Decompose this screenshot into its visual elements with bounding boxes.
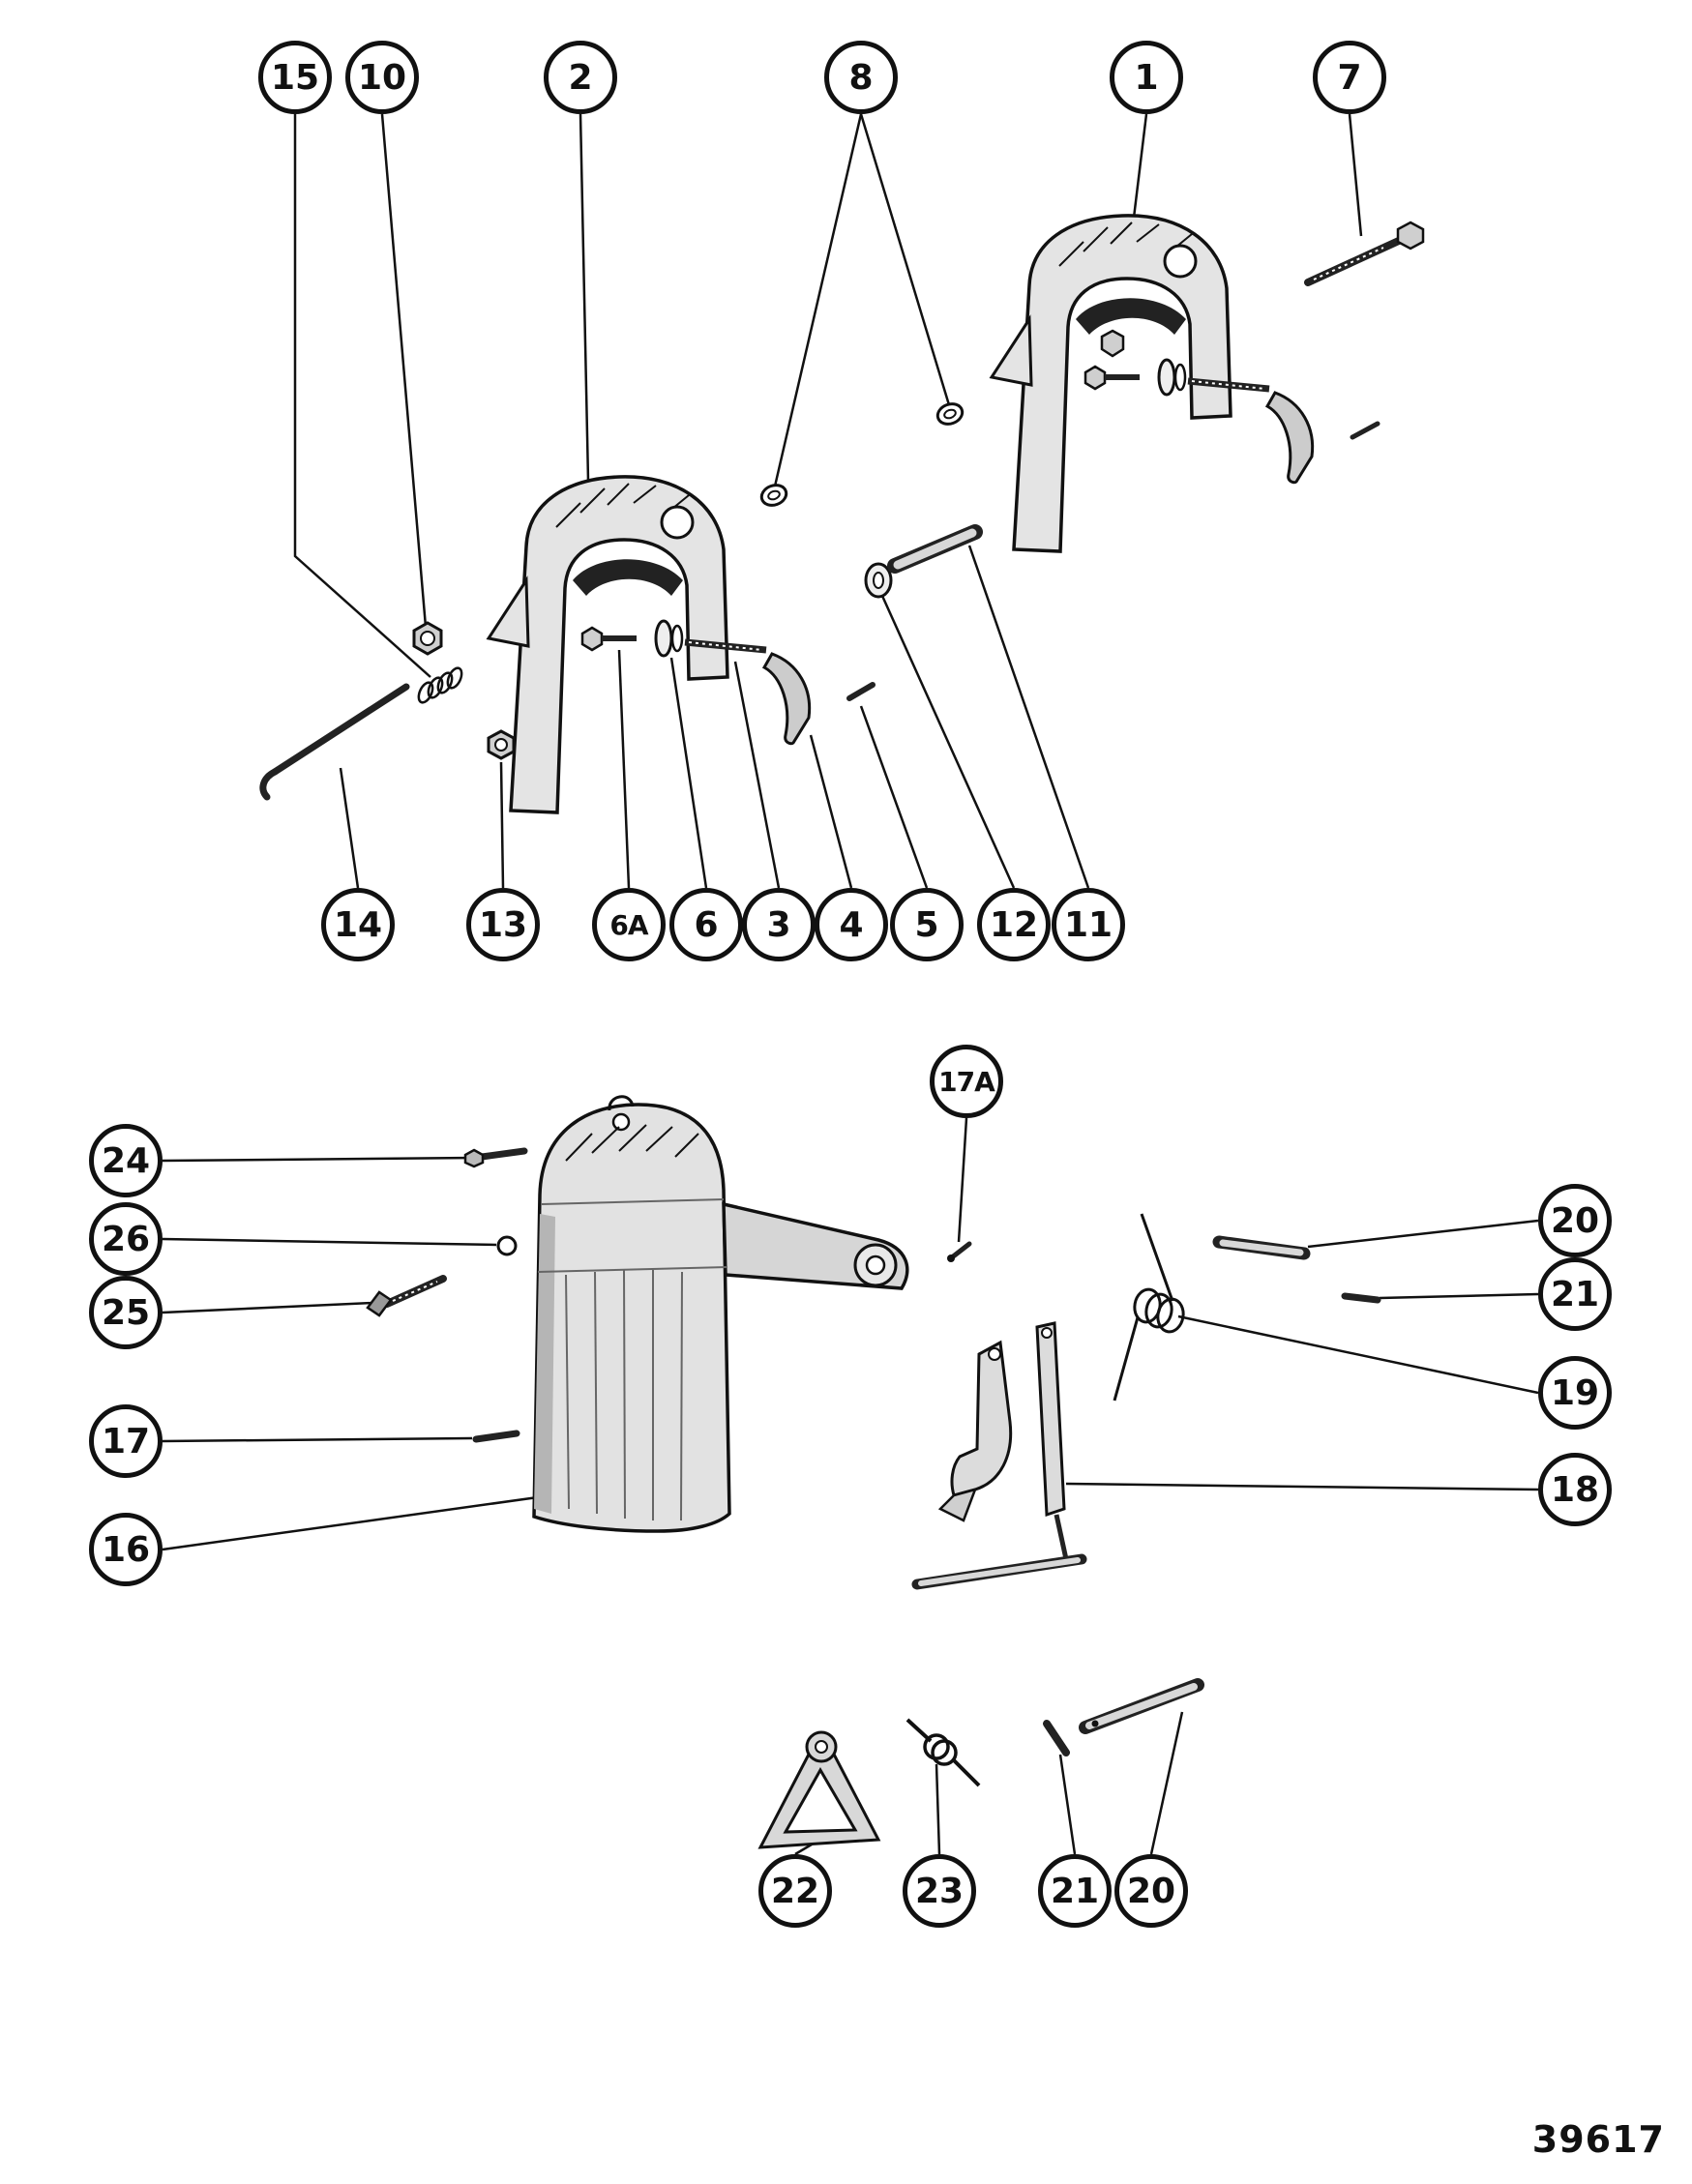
callout-19: 19 <box>1538 1356 1612 1430</box>
bolt-7-drawing <box>1304 221 1425 286</box>
callout-26: 26 <box>89 1202 163 1276</box>
drawing-number: 39617 <box>1531 2118 1665 2161</box>
callout-18: 18 <box>1538 1453 1612 1526</box>
clamp-bracket-left-drawing <box>486 475 729 814</box>
callout-2: 2 <box>544 41 617 114</box>
callout-17a: 17A <box>930 1045 1003 1118</box>
small-hardware-top-drawing <box>259 402 983 801</box>
leader-lines <box>162 113 1539 1856</box>
callout-17: 17 <box>89 1404 163 1478</box>
callout-21: 21 <box>1538 1257 1612 1331</box>
callout-4: 4 <box>815 888 888 961</box>
callout-10: 10 <box>345 41 419 114</box>
callout-8: 8 <box>824 41 898 114</box>
callout-13: 13 <box>466 888 540 961</box>
callout-15: 15 <box>258 41 332 114</box>
callout-20: 20 <box>1538 1184 1612 1257</box>
callout-1: 1 <box>1110 41 1183 114</box>
callout-12: 12 <box>977 888 1051 961</box>
callout-6a: 6A <box>592 888 666 961</box>
clamp-screw-parts-right-drawing <box>1083 358 1380 485</box>
callout-11: 11 <box>1052 888 1125 961</box>
clamp-screw-parts-left-drawing <box>580 619 876 746</box>
callout-5: 5 <box>890 888 964 961</box>
bottom-hardware-drawing <box>757 1678 1204 1849</box>
callout-23: 23 <box>903 1854 976 1928</box>
callout-14: 14 <box>321 888 395 961</box>
right-hardware-drawing <box>1113 1213 1381 1402</box>
callout-22: 22 <box>758 1854 832 1928</box>
clamp-bracket-right-drawing <box>989 214 1232 553</box>
middle-hardware-drawing <box>366 1147 972 1443</box>
callout-21-bottom: 21 <box>1038 1854 1112 1928</box>
lock-bracket-drawing <box>911 1321 1087 1590</box>
swivel-bracket-drawing <box>532 1095 909 1533</box>
callout-6: 6 <box>669 888 743 961</box>
callout-3: 3 <box>742 888 816 961</box>
callout-20-bottom: 20 <box>1114 1854 1188 1928</box>
callout-24: 24 <box>89 1124 163 1197</box>
callout-7: 7 <box>1313 41 1386 114</box>
callout-16: 16 <box>89 1513 163 1586</box>
callout-25: 25 <box>89 1276 163 1349</box>
